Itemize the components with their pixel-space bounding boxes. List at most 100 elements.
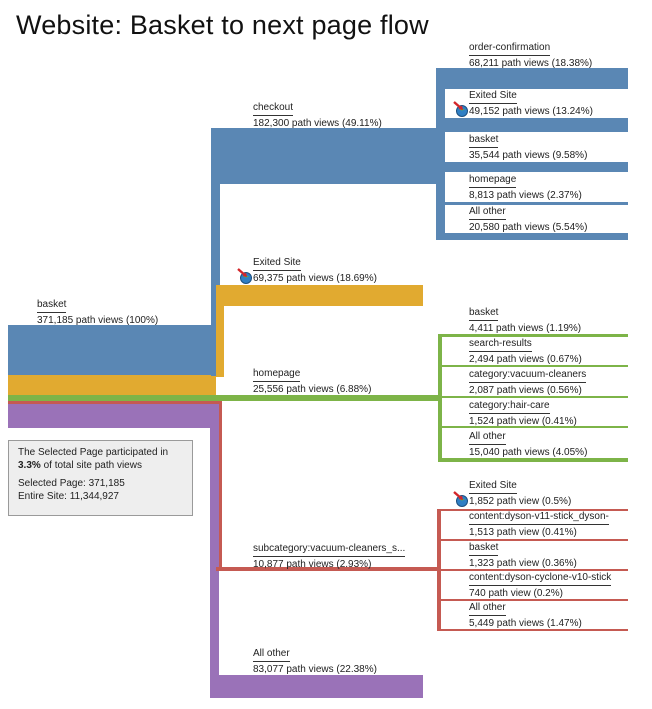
node-checkout-views: 182,300 path views (49.11%) (253, 118, 382, 129)
bar-checkout (220, 128, 438, 184)
bar-homepage-child-1 (438, 365, 628, 367)
bar-checkout-child-1 (436, 118, 628, 132)
node-subcategory-child-3-name: content:dyson-cyclone-v10-stick (469, 570, 612, 586)
node-subcategory-child-2-name: basket (469, 540, 499, 556)
node-subcategory-child-4[interactable]: All other 5,449 path views (1.47%) (469, 600, 582, 631)
node-homepage-child-3[interactable]: category:hair-care 1,524 path view (0.41%… (469, 398, 577, 429)
node-subcategory-name: subcategory:vacuum-cleaners_s... (253, 541, 406, 557)
connector-allother (210, 404, 219, 698)
info-percent: 3.3% (18, 460, 41, 471)
node-checkout-child-1-name: Exited Site (469, 88, 517, 104)
root-node[interactable]: basket 371,185 path views (100%) (37, 297, 158, 328)
bar-homepage (216, 395, 438, 401)
node-homepage-child-1-name: search-results (469, 336, 532, 352)
bar-homepage-child-0 (438, 334, 628, 337)
node-homepage-child-2-views: 2,087 path views (0.56%) (469, 385, 582, 396)
info-line-2: 3.3% of total site path views (18, 459, 183, 472)
bar-checkout-child-0 (436, 68, 628, 89)
page-title: Website: Basket to next page flow (16, 10, 429, 40)
node-homepage-child-2-name: category:vacuum-cleaners (469, 367, 587, 383)
node-homepage-child-4-views: 15,040 path views (4.05%) (469, 447, 588, 458)
node-homepage-child-0-views: 4,411 path views (1.19%) (469, 323, 582, 334)
node-subcategory-child-2-views: 1,323 path view (0.36%) (469, 558, 577, 569)
node-exited-views: 69,375 path views (18.69%) (253, 273, 377, 284)
node-checkout-child-2[interactable]: basket 35,544 path views (9.58%) (469, 132, 587, 163)
node-subcategory-child-4-views: 5,449 path views (1.47%) (469, 618, 582, 629)
bar-subcategory-child-4 (437, 629, 628, 631)
bar-subcategory (216, 567, 438, 571)
node-checkout-child-3-name: homepage (469, 172, 517, 188)
node-homepage-child-4-name: All other (469, 429, 506, 445)
root-band-checkout (8, 325, 216, 375)
root-band-homepage (8, 395, 216, 401)
root-node-views: 371,185 path views (100%) (37, 315, 159, 326)
node-subcategory-child-1-views: 1,513 path view (0.41%) (469, 527, 577, 538)
bar-subcategory-child-3 (437, 599, 628, 601)
node-subcategory-child-1[interactable]: content:dyson-v11-stick_dyson- 1,513 path… (469, 509, 609, 540)
bar-checkout-child-3 (436, 202, 628, 205)
node-homepage-child-4[interactable]: All other 15,040 path views (4.05%) (469, 429, 587, 460)
node-checkout-child-0[interactable]: order-confirmation 68,211 path views (18.… (469, 40, 592, 71)
root-band-exited (8, 375, 216, 395)
node-subcategory-child-2[interactable]: basket 1,323 path view (0.36%) (469, 540, 577, 571)
bar-homepage-child-2 (438, 396, 628, 398)
node-checkout-name: checkout (253, 100, 294, 116)
node-homepage-child-3-name: category:hair-care (469, 398, 550, 414)
node-checkout-child-2-name: basket (469, 132, 499, 148)
info-line-1: The Selected Page participated in (18, 447, 169, 458)
bar-allother (210, 675, 423, 698)
info-line-2-suffix: of total site path views (40, 460, 142, 471)
node-homepage[interactable]: homepage 25,556 path views (6.88%) (253, 366, 371, 397)
node-homepage-child-1-views: 2,494 path views (0.67%) (469, 354, 582, 365)
node-subcategory-child-3[interactable]: content:dyson-cyclone-v10-stick 740 path … (469, 570, 612, 601)
node-subcategory-child-0-name: Exited Site (469, 478, 517, 494)
trunk-checkout (436, 68, 445, 240)
node-subcategory-child-0[interactable]: Exited Site 1,852 path view (0.5%) (469, 478, 571, 509)
info-box: The Selected Page participated in 3.3% o… (8, 440, 193, 516)
info-selected-page: Selected Page: 371,185 (18, 478, 125, 489)
node-homepage-name: homepage (253, 366, 301, 382)
node-homepage-views: 25,556 path views (6.88%) (253, 384, 372, 395)
node-checkout-child-3-views: 8,813 path views (2.37%) (469, 190, 582, 201)
node-checkout-child-0-views: 68,211 path views (18.38%) (469, 58, 593, 69)
node-subcategory[interactable]: subcategory:vacuum-cleaners_s...10,877 p… (253, 541, 406, 572)
node-checkout-child-0-name: order-confirmation (469, 40, 551, 56)
node-homepage-child-0-name: basket (469, 305, 499, 321)
node-exited-name: Exited Site (253, 255, 301, 271)
node-checkout-child-1-exit-icon (453, 101, 468, 117)
node-allother[interactable]: All other 83,077 path views (22.38%) (253, 646, 377, 677)
bar-exited (216, 285, 423, 306)
node-homepage-child-3-views: 1,524 path view (0.41%) (469, 416, 577, 427)
bar-checkout-child-4 (436, 233, 628, 240)
node-subcategory-child-3-views: 740 path view (0.2%) (469, 588, 563, 599)
connector-checkout (211, 128, 220, 376)
node-subcategory-child-0-views: 1,852 path view (0.5%) (469, 496, 572, 507)
node-checkout-child-4-views: 20,580 path views (5.54%) (469, 222, 588, 233)
node-subcategory-child-4-name: All other (469, 600, 506, 616)
node-checkout-child-4[interactable]: All other 20,580 path views (5.54%) (469, 204, 587, 235)
node-exited[interactable]: Exited Site 69,375 path views (18.69%) (253, 255, 377, 286)
node-checkout-child-1[interactable]: Exited Site 49,152 path views (13.24%) (469, 88, 593, 119)
node-homepage-child-0[interactable]: basket 4,411 path views (1.19%) (469, 305, 581, 336)
node-checkout-child-2-views: 35,544 path views (9.58%) (469, 150, 588, 161)
bar-checkout-child-2 (436, 162, 628, 172)
node-checkout[interactable]: checkout 182,300 path views (49.11%) (253, 100, 382, 131)
node-allother-name: All other (253, 646, 290, 662)
bar-subcategory-child-2 (437, 569, 628, 571)
node-subcategory-child-1-name: content:dyson-v11-stick_dyson- (469, 509, 609, 525)
bar-homepage-child-3 (438, 426, 628, 428)
node-allother-views: 83,077 path views (22.38%) (253, 664, 377, 675)
node-checkout-child-3[interactable]: homepage 8,813 path views (2.37%) (469, 172, 582, 203)
bar-subcategory-child-1 (437, 539, 628, 541)
node-homepage-child-1[interactable]: search-results 2,494 path views (0.67%) (469, 336, 582, 367)
bar-homepage-child-4 (438, 458, 628, 462)
root-band-subcategory (8, 401, 216, 404)
node-checkout-child-4-name: All other (469, 204, 506, 220)
node-checkout-child-1-views: 49,152 path views (13.24%) (469, 106, 593, 117)
root-node-name: basket (37, 297, 67, 313)
node-subcategory-child-0-exit-icon (453, 491, 468, 507)
node-exited-exit-icon (237, 268, 252, 284)
node-homepage-child-2[interactable]: category:vacuum-cleaners 2,087 path views… (469, 367, 587, 398)
bar-subcategory-child-0 (437, 509, 628, 511)
